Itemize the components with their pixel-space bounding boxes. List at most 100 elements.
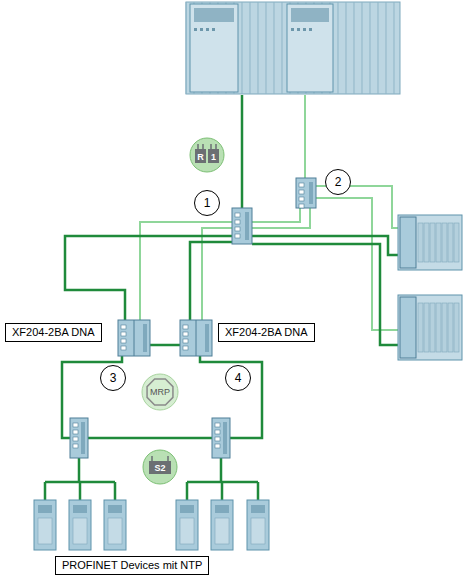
dark-green-cable	[150, 344, 180, 347]
switch-port	[183, 325, 188, 329]
switch-body	[212, 418, 230, 458]
switch-strip	[245, 212, 249, 240]
module-edge	[338, 2, 339, 94]
module-edge	[186, 2, 187, 94]
callout-circle: 4	[225, 365, 251, 391]
device-body	[69, 500, 91, 550]
switch-port	[183, 339, 188, 343]
scalance-switch	[232, 208, 252, 244]
switch-port	[183, 346, 188, 350]
icon-antenna	[198, 144, 203, 149]
status-led	[200, 28, 203, 31]
device-terminal	[251, 518, 265, 544]
switch-port	[235, 234, 240, 238]
device-body	[211, 500, 233, 550]
station-body	[398, 295, 462, 360]
status-led	[309, 28, 312, 31]
module-edge	[274, 2, 275, 94]
module-split	[134, 320, 135, 356]
module-edge	[242, 2, 243, 94]
switch-port	[73, 423, 78, 427]
node-text: PROFINET Devices mit NTP	[62, 559, 202, 572]
light-green-cable	[202, 208, 310, 320]
icon-antenna	[152, 456, 168, 461]
status-led	[194, 28, 197, 31]
dark-green-cable	[187, 458, 258, 500]
callout-circle: 1	[194, 190, 220, 216]
callout-number: 3	[110, 371, 117, 385]
et200-station	[398, 215, 462, 270]
switch-strip	[205, 324, 209, 352]
node-text: MRP	[150, 387, 170, 398]
device-display	[180, 505, 194, 513]
dark-green-cable	[88, 437, 212, 440]
icon-ground	[190, 138, 224, 172]
switch-port	[121, 339, 126, 343]
switch-port	[73, 437, 78, 441]
switch-port	[235, 227, 240, 231]
switch-body	[296, 178, 316, 208]
module-edge	[394, 2, 395, 94]
callout-number: 2	[335, 175, 342, 189]
switch-port	[299, 183, 304, 187]
io-module	[424, 223, 429, 262]
status-led	[291, 28, 294, 31]
dark-green-cable	[200, 356, 262, 438]
icon-ground	[143, 450, 177, 484]
light-green-cable	[304, 95, 306, 178]
status-led	[303, 28, 306, 31]
icon-device	[195, 149, 206, 163]
module-edge	[266, 2, 267, 94]
module-edge	[378, 2, 379, 94]
switch-port	[183, 332, 188, 336]
io-module	[436, 303, 441, 352]
dark-green-cable	[241, 95, 244, 208]
io-module	[442, 223, 447, 262]
icon-antenna	[211, 144, 216, 149]
callout-number: 1	[204, 196, 211, 210]
io-module	[448, 303, 453, 352]
device-body	[176, 500, 198, 550]
io-module	[448, 223, 453, 262]
label-box: XF204-2BA DNA	[5, 323, 102, 342]
switch-strip	[143, 324, 147, 352]
node-text: XF204-2BA DNA	[225, 326, 308, 339]
switch-port	[299, 197, 304, 201]
module-edge	[354, 2, 355, 94]
callout-circle: 3	[100, 365, 126, 391]
interface-module	[400, 217, 416, 268]
switch-port	[215, 423, 220, 427]
icon-device	[208, 149, 219, 163]
time-server-icon	[143, 450, 177, 484]
switch-strip	[81, 422, 85, 454]
switch-port	[235, 220, 240, 224]
switch-body	[118, 320, 150, 356]
switch-strip	[223, 422, 227, 454]
light-green-cable	[316, 186, 398, 228]
device-terminal	[73, 518, 87, 544]
io-module	[418, 303, 423, 352]
module-split	[196, 320, 197, 356]
wire-group	[45, 95, 398, 500]
scalance-switch	[296, 178, 316, 208]
profinet-device	[69, 500, 91, 550]
module-edge	[250, 2, 251, 94]
device-body	[247, 500, 269, 550]
cpu-module	[190, 4, 238, 92]
switch-port	[121, 325, 126, 329]
icon-label: 1	[211, 153, 216, 162]
profinet-device	[211, 500, 233, 550]
io-module	[424, 303, 429, 352]
io-module	[430, 223, 435, 262]
dark-green-cable	[65, 236, 232, 320]
device-display	[251, 505, 265, 513]
station-body	[398, 215, 462, 270]
s7-rack	[186, 2, 400, 94]
switch-port	[299, 204, 304, 208]
switch-port	[215, 437, 220, 441]
device-terminal	[108, 518, 122, 544]
module-edge	[370, 2, 371, 94]
switch-port	[73, 430, 78, 434]
